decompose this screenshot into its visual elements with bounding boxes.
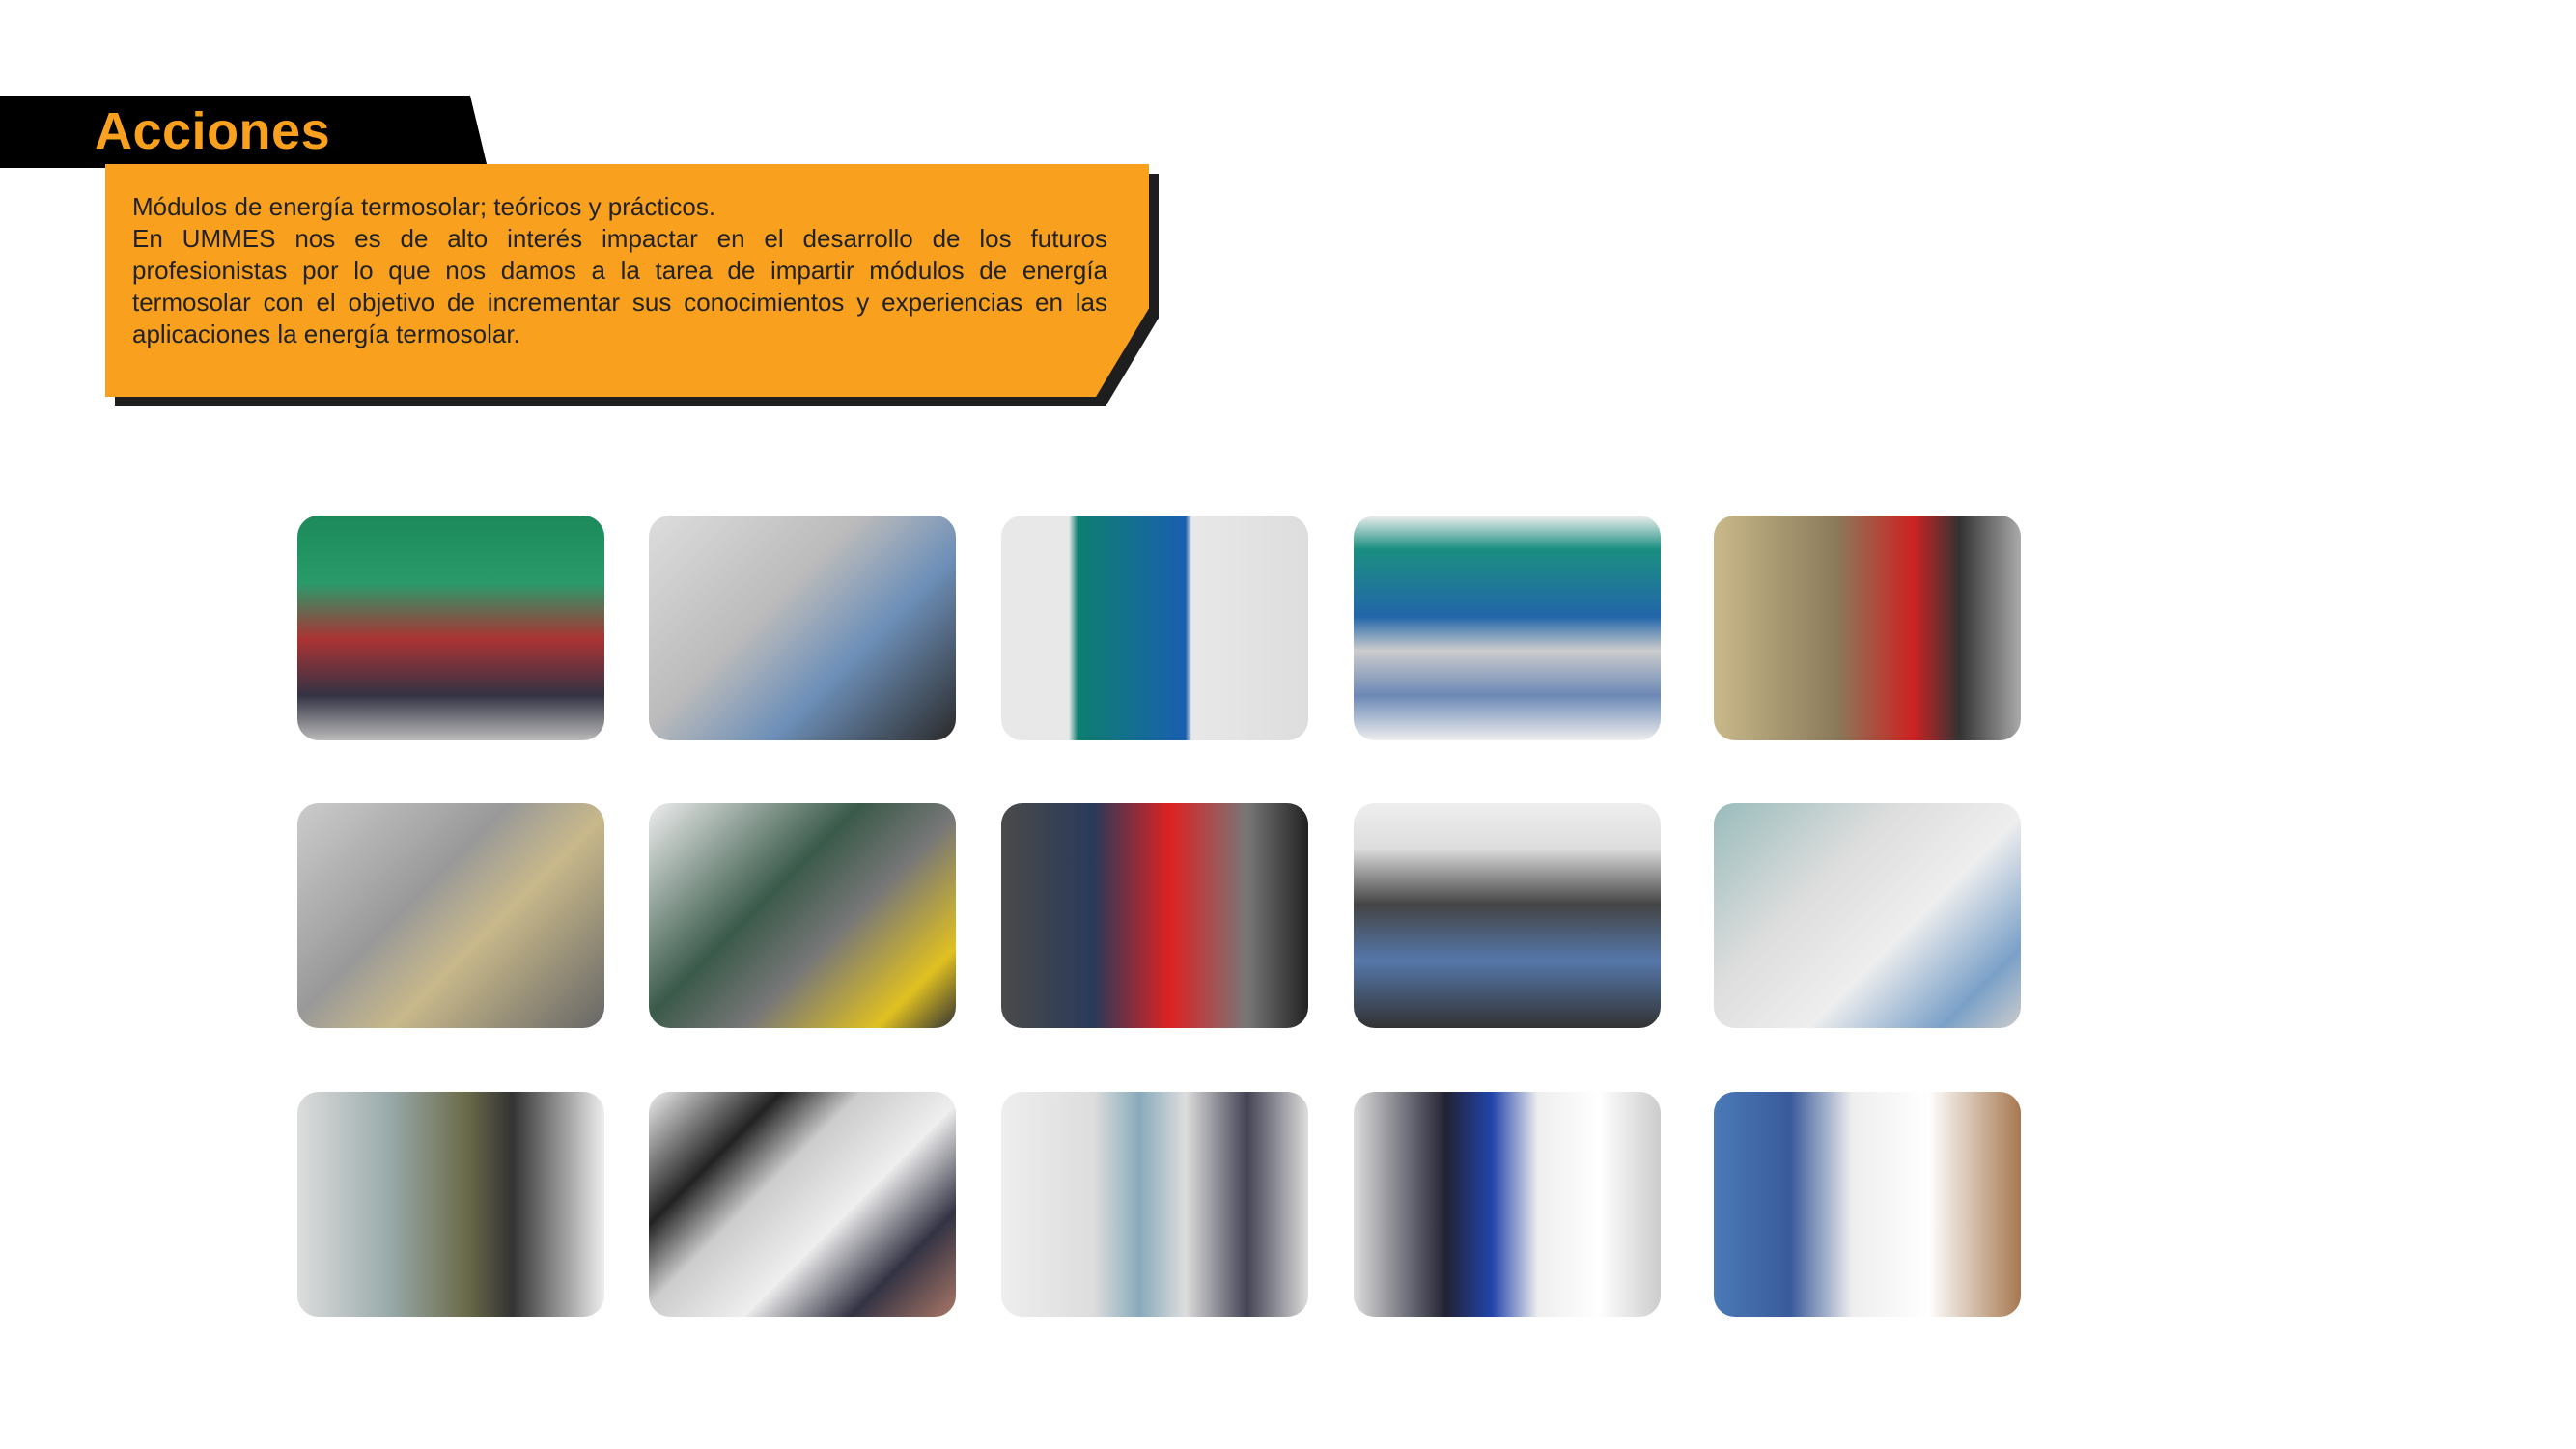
- photo-man-in-classroom[interactable]: [649, 516, 956, 740]
- photo-banner-in-room[interactable]: [1001, 516, 1308, 740]
- description-body: En UMMES nos es de alto interés impactar…: [132, 224, 1107, 348]
- photo-students-watching-slides[interactable]: [1354, 1092, 1661, 1317]
- photo-man-with-solar-heater[interactable]: [1714, 516, 2021, 740]
- page-title: Acciones: [95, 102, 331, 160]
- description-subtitle: Módulos de energía termosolar; teóricos …: [132, 192, 716, 221]
- photo-instructor-red-shirt[interactable]: [1001, 803, 1308, 1028]
- photo-instructor-lecturing[interactable]: [1714, 1092, 2021, 1317]
- description-box: [105, 164, 1149, 397]
- photo-students-inspecting-tube[interactable]: [649, 803, 956, 1028]
- photo-instructor-with-panel[interactable]: [297, 1092, 604, 1317]
- photo-students-outdoor-collectors[interactable]: [297, 803, 604, 1028]
- photo-presentation-screen[interactable]: [649, 1092, 956, 1317]
- photo-group-photo-certificates[interactable]: [297, 516, 604, 740]
- photo-instructor-at-board[interactable]: [1001, 1092, 1308, 1317]
- description-text: Módulos de energía termosolar; teóricos …: [132, 191, 1107, 350]
- photo-students-facing-banner[interactable]: [1354, 516, 1661, 740]
- title-banner: [0, 96, 488, 168]
- photo-group-photo-class[interactable]: [1354, 803, 1661, 1028]
- photo-classroom-whiteboard[interactable]: [1714, 803, 2021, 1028]
